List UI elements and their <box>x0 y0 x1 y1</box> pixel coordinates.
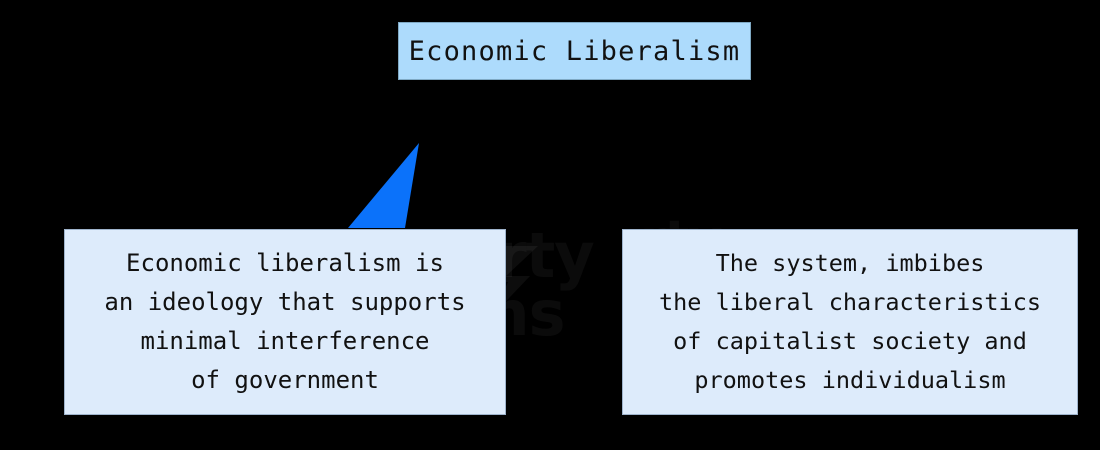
left-node-line-3: minimal interference <box>140 327 430 355</box>
node-right-description: The system, imbibes the liberal characte… <box>622 229 1078 415</box>
right-node-line-1: The system, imbibes <box>715 249 985 277</box>
right-node-line-4: promotes individualism <box>694 366 1006 394</box>
right-node-line-3: of capitalist society and <box>673 327 1027 355</box>
left-node-line-2: an ideology that supports <box>104 288 466 316</box>
node-left-description: Economic liberalism is an ideology that … <box>64 229 506 415</box>
triangle-connector-icon <box>348 143 419 228</box>
left-node-line-4: of government <box>191 366 379 394</box>
node-economic-liberalism: Economic Liberalism <box>398 22 751 80</box>
node-title-label: Economic Liberalism <box>408 35 741 67</box>
right-node-line-2: the liberal characteristics <box>658 288 1041 316</box>
left-node-line-1: Economic liberalism is <box>126 249 444 277</box>
